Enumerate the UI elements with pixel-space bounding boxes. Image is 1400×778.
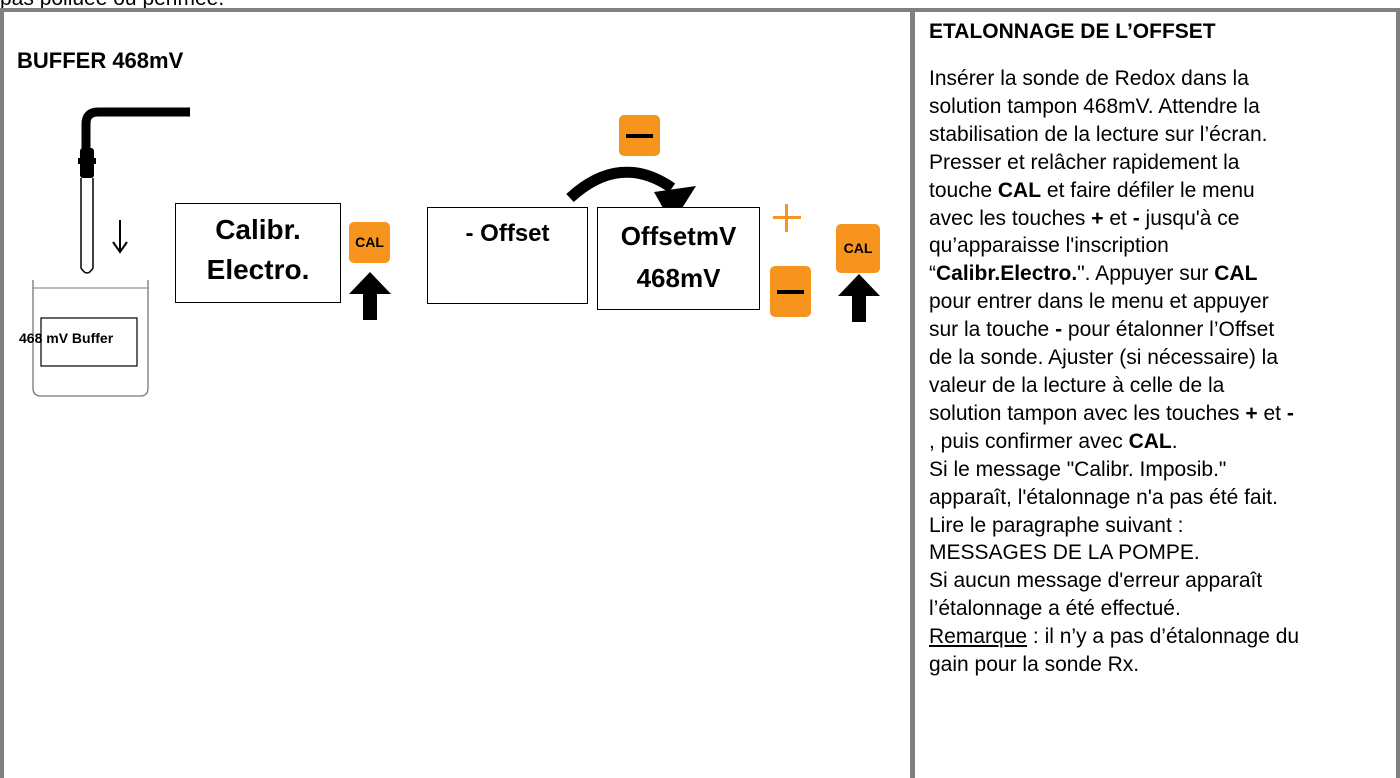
probe-cable [81,107,190,152]
text-line: l’étalonnage a été effectué. [929,597,1181,621]
up-arrow-icon [349,272,391,320]
text-line: apparaît, l'étalonnage n'a pas été fait. [929,485,1278,509]
beaker-label-box [40,317,138,367]
content-frame [0,8,1400,778]
text-line: MESSAGES DE LA POMPE. [929,541,1200,565]
text-line: Si le message "Calibr. Imposib." [929,457,1227,481]
text-line: “Calibr.Electro.". Appuyer sur CAL [929,262,1258,286]
text-line: Insérer la sonde de Redox dans la [929,67,1249,90]
plus-button[interactable] [769,200,803,236]
text-line: gain pour la sonde Rx. [929,653,1140,677]
text-line: Si aucun message d'erreur apparaît [929,569,1263,593]
text-line: pour entrer dans le menu et appuyer [929,290,1269,314]
display-offset-text: - Offset [465,220,550,247]
text-line: , puis confirmer avec CAL. [929,429,1178,453]
display-offsetmv-line1: OffsetmV [620,221,737,251]
text-line: qu’apparaisse l'inscription [929,234,1169,258]
text-line: solution tampon avec les touches + et - [929,401,1294,425]
column-divider [910,8,915,778]
text-line: Lire le paragraphe suivant : [929,513,1184,537]
text-line: solution tampon 468mV. Attendre la [929,94,1260,118]
instructions-column: ETALONNAGE DE L’OFFSET Insérer la sonde … [929,17,1400,679]
curved-arrow-icon [566,166,696,224]
cal-button[interactable]: CAL [349,222,390,263]
minus-button-top[interactable] [619,115,660,156]
beaker-label: 468 mV Buffer [19,330,114,346]
text-line: de la sonde. Ajuster (si nécessaire) la [929,346,1279,370]
text-line: valeur de la lecture à celle de la [929,373,1225,397]
text-line: Presser et relâcher rapidement la [929,150,1240,174]
text-line: sur la touche - pour étalonner l’Offset [929,318,1275,342]
cal-button-2[interactable]: CAL [836,224,880,273]
minus-button[interactable] [770,266,811,317]
top-text-fragment: pas polluée ou périmée. [0,0,224,11]
minus-icon [777,290,804,294]
display-calibr-line1: Calibr. [215,214,301,245]
down-arrow-icon [112,220,128,254]
up-arrow-icon-2 [838,274,880,322]
beaker [32,280,149,397]
text-line: touche CAL et faire défiler le menu [929,178,1255,202]
display-offset: - Offset [427,207,588,304]
text-line: stabilisation de la lecture sur l’écran. [929,122,1268,146]
display-calibr-electro: Calibr. Electro. [175,203,341,303]
probe-beaker-illustration [32,107,190,397]
text-line: Remarque : il n’y a pas d’étalonnage du [929,625,1300,649]
section-title: ETALONNAGE DE L’OFFSET [929,20,1216,43]
buffer-title: BUFFER 468mV [17,48,184,73]
instructions-text: Insérer la sonde de Redox dans la soluti… [929,65,1400,679]
text-line: avec les touches + et - jusqu'à ce [929,206,1240,230]
display-offsetmv-line2: 468mV [636,263,721,293]
display-offsetmv: OffsetmV 468mV [597,207,760,310]
display-calibr-line2: Electro. [206,254,310,285]
minus-icon [626,134,653,138]
probe-tube [80,178,94,274]
